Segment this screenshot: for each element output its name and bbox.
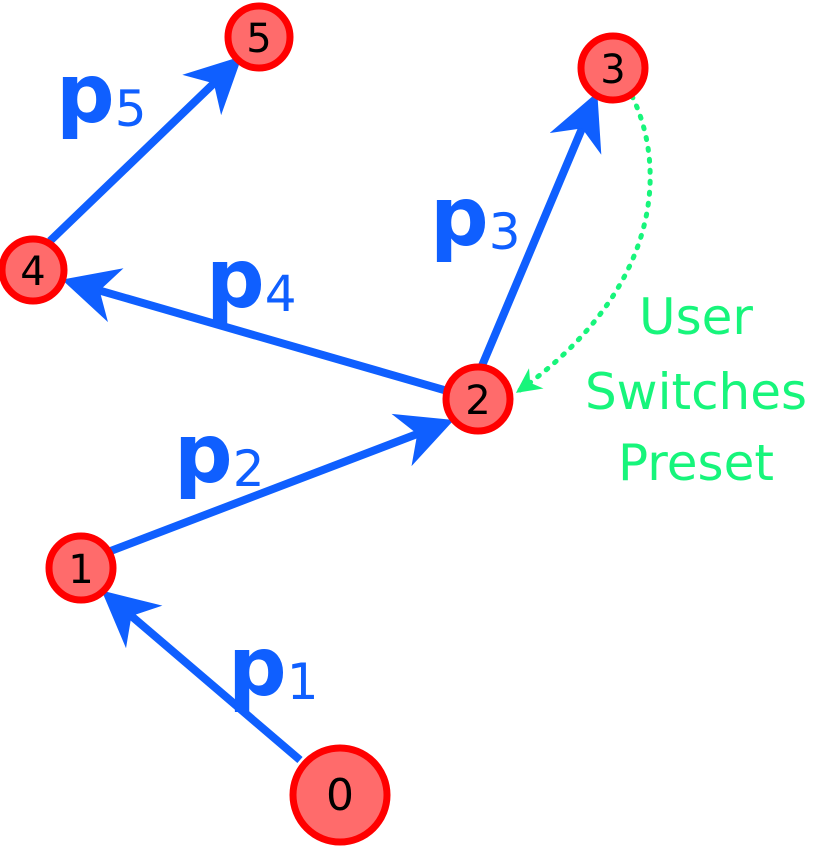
edge-p3 [477, 92, 602, 370]
edge-label-p3: p3 [430, 170, 521, 265]
edge-p2 [106, 413, 454, 556]
edge-label-p5: p5 [56, 47, 147, 142]
node-2-label: 2 [465, 378, 490, 424]
node-4-circle [0, 235, 68, 305]
edge-label-p4: p4 [206, 232, 297, 327]
nodes: 0 1 2 3 4 5 [0, 2, 649, 846]
dotted-switch-arrow [515, 93, 653, 393]
node-1-circle [45, 532, 117, 604]
edge-p4 [61, 268, 446, 394]
node-3: 3 [577, 32, 649, 104]
node-0-circle [289, 744, 391, 846]
edge-label-p1: p1 [228, 620, 319, 715]
node-3-circle [577, 32, 649, 104]
node-5-circle [224, 2, 294, 72]
edge-labels: p1 p2 p3 p4 p5 [56, 47, 521, 715]
node-3-label: 3 [600, 47, 625, 93]
annotation-line-3: Preset [618, 434, 774, 492]
node-5: 5 [224, 2, 294, 72]
node-5-label: 5 [246, 16, 271, 62]
node-1-label: 1 [68, 547, 93, 593]
node-4: 4 [0, 235, 68, 305]
node-0-label: 0 [326, 770, 354, 821]
edge-label-p2: p2 [174, 407, 265, 502]
node-2: 2 [442, 363, 514, 435]
annotation-line-2: Switches [585, 363, 807, 421]
edge-p5 [47, 56, 243, 244]
annotation-line-1: User [639, 288, 753, 346]
node-2-circle [442, 363, 514, 435]
switch-annotation: User Switches Preset [585, 288, 807, 492]
node-1: 1 [45, 532, 117, 604]
edges [47, 56, 602, 764]
node-4-label: 4 [20, 249, 45, 295]
edge-p1 [101, 590, 303, 764]
node-0: 0 [289, 744, 391, 846]
